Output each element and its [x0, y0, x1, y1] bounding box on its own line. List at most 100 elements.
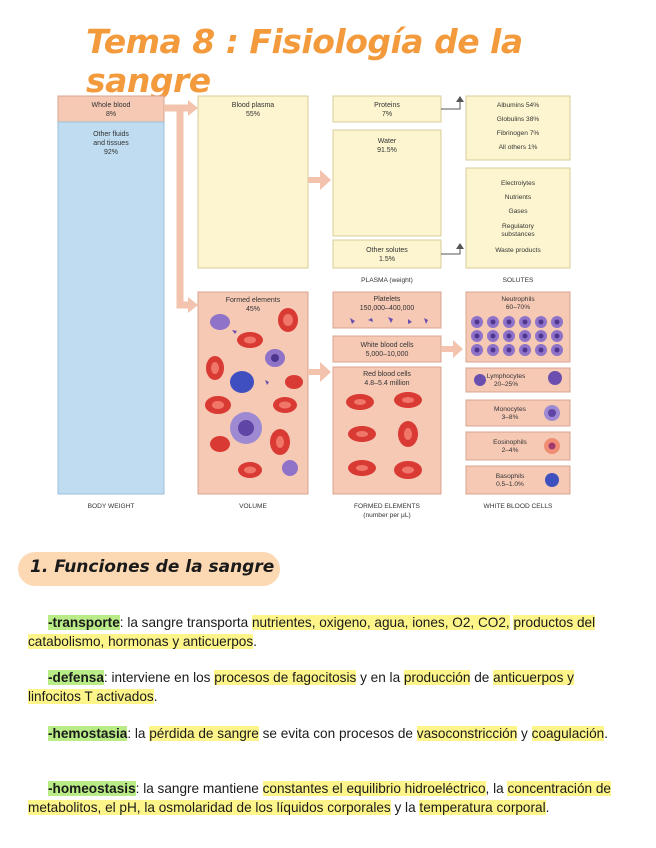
monocyte-nucleus — [548, 409, 556, 417]
rbc-illustration — [346, 392, 422, 479]
platelets-count: 150,000–400,000 — [360, 305, 415, 312]
protein-list-item: All others 1% — [499, 144, 538, 151]
indent — [28, 670, 48, 685]
page-title: Tema 8 : Fisiología de la sangre — [86, 22, 523, 100]
volume-label: VOLUME — [239, 503, 267, 510]
solute-list-item: Gases — [508, 208, 528, 215]
text: : la sangre transporta — [119, 615, 252, 630]
body-weight-label: BODY WEIGHT — [88, 503, 135, 510]
highlight: vasoconstricción — [416, 726, 518, 741]
other-fluids-pct: 92% — [104, 149, 118, 156]
proteins-box — [332, 95, 442, 123]
eosinophils-label: Eosinophils — [493, 439, 527, 446]
arrow-solutes-list — [441, 246, 461, 255]
other-fluids-label-2: and tissues — [93, 140, 129, 147]
arrow-solutes-list-head — [456, 243, 464, 249]
highlight: procesos de fagocitosis — [214, 670, 357, 685]
arrow-wbc-head — [453, 340, 463, 358]
keyword-homeostasis: -homeostasis — [48, 781, 136, 796]
protein-list-item: Albumins 54% — [497, 102, 539, 109]
neutrophil-nucleus — [522, 333, 528, 339]
white-blood-cells-label: WHITE BLOOD CELLS — [484, 503, 553, 510]
formed-elements-pct: 45% — [246, 306, 260, 313]
text: . — [604, 726, 608, 741]
basophils-box — [465, 465, 571, 495]
solute-list-item: Electrolytes — [501, 180, 536, 187]
neutrophil-nucleus — [506, 333, 512, 339]
keyword-transporte: -transporte — [48, 615, 120, 630]
neutrophils-pct: 60–70% — [506, 304, 530, 311]
section-heading-highlight — [18, 552, 280, 586]
other-solutes-pct: 1.5% — [379, 256, 395, 263]
neutrophil-nucleus — [490, 347, 496, 353]
paragraph-defensa: -defensa: interviene en los procesos de … — [28, 668, 618, 706]
paragraph-homeostasis: -homeostasis: la sangre mantiene constan… — [28, 779, 618, 817]
arrow-plasma-head — [320, 170, 331, 190]
blood-plasma-label: Blood plasma — [232, 102, 275, 109]
plasma-weight-label: PLASMA (weight) — [361, 277, 413, 284]
text: , la — [485, 781, 508, 796]
volume-cells-illustration — [205, 308, 303, 478]
solute-list-box — [465, 167, 571, 269]
blood-composition-diagram: Whole blood 8% Other fluids and tissues … — [57, 95, 571, 519]
neutrophil-nucleus — [506, 319, 512, 325]
arrow-formed — [188, 297, 198, 313]
eosinophils-pct: 2–4% — [502, 447, 519, 454]
other-solutes-box — [332, 239, 442, 269]
water-label: Water — [378, 138, 397, 145]
text: y en la — [356, 670, 404, 685]
monocytes-label: Monocytes — [494, 406, 527, 413]
text: . — [253, 634, 257, 649]
arrow-proteins-list-head — [456, 96, 464, 102]
protein-list-item: Globulins 38% — [497, 116, 540, 123]
protein-list-box — [465, 95, 571, 161]
lymphocyte-icon — [474, 374, 486, 386]
neutrophil-nucleus — [538, 347, 544, 353]
whole-blood-label: Whole blood — [92, 102, 131, 109]
rbc-label: Red blood cells — [363, 371, 411, 378]
solute-list-item: substances — [501, 231, 535, 238]
neutrophil-nucleus — [554, 319, 560, 325]
neutrophil-nucleus — [522, 319, 528, 325]
platelets-box — [332, 291, 442, 329]
lymphocyte-icon — [548, 371, 562, 385]
formed-elements-column-label: FORMED ELEMENTS — [354, 503, 421, 510]
eosinophil-nucleus — [548, 442, 556, 450]
neutrophils-illustration — [471, 316, 563, 356]
neutrophils-label: Neutrophils — [501, 296, 535, 303]
water-box — [332, 129, 442, 237]
proteins-label: Proteins — [374, 102, 400, 109]
neutrophil-nucleus — [506, 347, 512, 353]
per-ul-label: (number per µL) — [363, 512, 410, 519]
keyword-hemostasia: -hemostasia — [48, 726, 128, 741]
text: : la sangre mantiene — [135, 781, 263, 796]
solute-list-item: Nutrients — [505, 194, 532, 201]
solutes-label: SOLUTES — [503, 277, 534, 284]
other-fluids-label-1: Other fluids — [93, 131, 129, 138]
text: . — [153, 689, 158, 704]
platelets-illustration — [350, 317, 428, 324]
neutrophil-nucleus — [474, 333, 480, 339]
highlight: constantes el equilibrio hidroeléctrico — [262, 781, 486, 796]
connector-formed — [164, 104, 190, 309]
text: . — [545, 800, 550, 815]
formed-elements-label: Formed elements — [226, 297, 281, 304]
platelets-label: Platelets — [374, 296, 401, 303]
solute-list-item: Waste products — [495, 247, 541, 254]
whole-blood-box — [57, 95, 165, 123]
text: : interviene en los — [103, 670, 215, 685]
text: de — [470, 670, 494, 685]
indent — [28, 781, 48, 796]
neutrophil-nucleus — [490, 333, 496, 339]
indent — [28, 726, 48, 741]
neutrophil-nucleus — [522, 347, 528, 353]
other-fluids-box — [57, 121, 165, 495]
neutrophil-nucleus — [554, 333, 560, 339]
text: se evita con procesos de — [258, 726, 417, 741]
protein-list-item: Fibrinogen 7% — [497, 130, 540, 137]
text: : la — [127, 726, 150, 741]
lymphocytes-pct: 20–25% — [494, 381, 518, 388]
keyword-defensa: -defensa — [48, 670, 104, 685]
highlight: coagulación — [531, 726, 605, 741]
neutrophil-nucleus — [538, 333, 544, 339]
